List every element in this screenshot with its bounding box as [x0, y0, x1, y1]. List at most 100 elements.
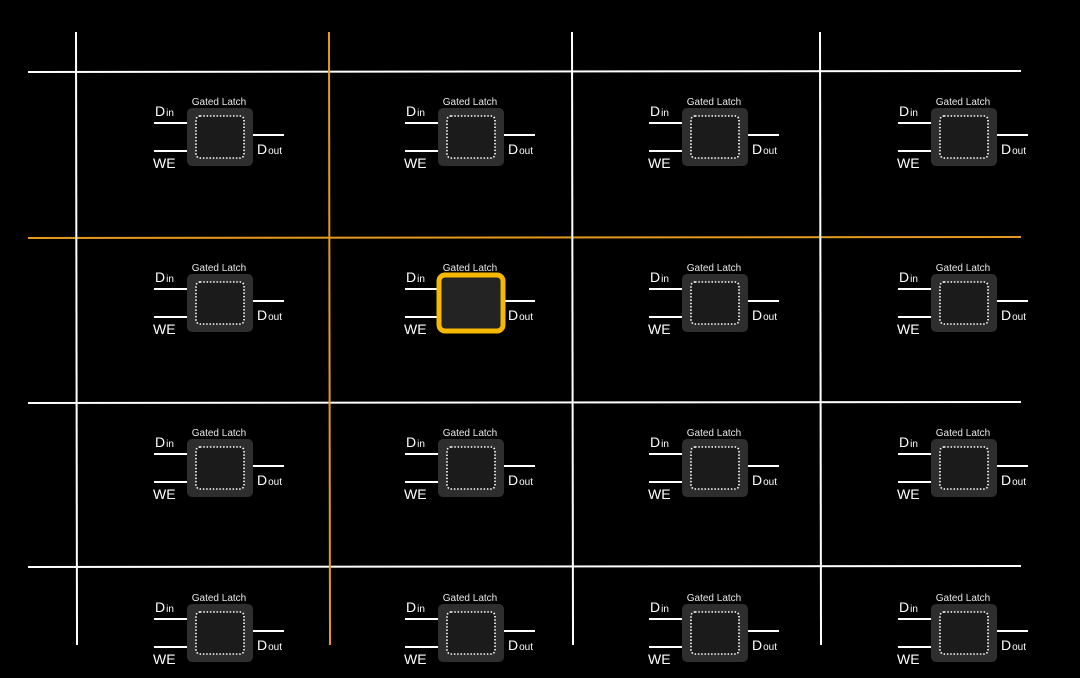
gated-latch-label: Gated Latch: [192, 97, 246, 108]
data-in-subscript: in: [166, 604, 174, 615]
data-out-label: Dout: [752, 141, 777, 157]
data-in-main: D: [650, 599, 660, 615]
data-in-label: Din: [650, 269, 669, 285]
data-in-subscript: in: [417, 604, 425, 615]
write-enable-label: WE: [897, 486, 920, 502]
data-out-main: D: [1001, 472, 1011, 488]
column-line: [571, 31, 574, 646]
data-in-main: D: [155, 599, 165, 615]
data-out-subscript: out: [519, 312, 533, 323]
data-out-main: D: [508, 472, 518, 488]
gated-latch-label: Gated Latch: [443, 97, 497, 108]
gated-latch-label: Gated Latch: [443, 263, 497, 274]
data-out-main: D: [508, 637, 518, 653]
data-out-subscript: out: [268, 642, 282, 653]
data-out-label: Dout: [257, 307, 282, 323]
data-out-subscript: out: [268, 312, 282, 323]
latch-core: [939, 611, 989, 655]
data-in-label: Din: [899, 434, 918, 450]
data-in-main: D: [406, 269, 416, 285]
data-out-main: D: [257, 141, 267, 157]
data-out-label: Dout: [1001, 472, 1026, 488]
data-in-label: Din: [155, 434, 174, 450]
gated-latch-label: Gated Latch: [936, 428, 990, 439]
data-in-label: Din: [406, 269, 425, 285]
write-enable-label: WE: [648, 321, 671, 337]
data-in-main: D: [406, 599, 416, 615]
data-out-main: D: [508, 307, 518, 323]
data-out-subscript: out: [519, 642, 533, 653]
data-out-main: D: [1001, 637, 1011, 653]
gated-latch-label: Gated Latch: [936, 593, 990, 604]
data-out-subscript: out: [763, 642, 777, 653]
latch-core: [446, 611, 496, 655]
data-in-subscript: in: [910, 439, 918, 450]
data-out-subscript: out: [1012, 312, 1026, 323]
gated-latch-label: Gated Latch: [443, 593, 497, 604]
gated-latch-label: Gated Latch: [936, 263, 990, 274]
write-enable-label: WE: [648, 155, 671, 171]
data-in-main: D: [650, 269, 660, 285]
data-out-subscript: out: [519, 146, 533, 157]
write-enable-label: WE: [404, 321, 427, 337]
data-out-label: Dout: [1001, 141, 1026, 157]
data-in-label: Din: [406, 434, 425, 450]
write-enable-label: WE: [404, 155, 427, 171]
data-in-subscript: in: [417, 274, 425, 285]
data-out-main: D: [257, 637, 267, 653]
gated-latch-label: Gated Latch: [192, 593, 246, 604]
data-in-label: Din: [155, 269, 174, 285]
gated-latch-label: Gated Latch: [192, 263, 246, 274]
data-out-label: Dout: [752, 307, 777, 323]
data-in-label: Din: [899, 599, 918, 615]
data-in-subscript: in: [910, 604, 918, 615]
data-out-subscript: out: [763, 146, 777, 157]
column-line: [819, 31, 822, 646]
data-out-main: D: [752, 141, 762, 157]
data-in-subscript: in: [417, 108, 425, 119]
data-in-label: Din: [650, 434, 669, 450]
data-in-subscript: in: [166, 439, 174, 450]
selected-column-line: [328, 31, 331, 646]
gated-latch-label: Gated Latch: [687, 428, 741, 439]
latch-core: [939, 446, 989, 490]
data-out-subscript: out: [1012, 146, 1026, 157]
data-out-label: Dout: [257, 141, 282, 157]
write-enable-label: WE: [153, 651, 176, 667]
latch-core: [690, 115, 740, 159]
data-in-main: D: [406, 103, 416, 119]
data-out-label: Dout: [752, 472, 777, 488]
data-in-main: D: [155, 269, 165, 285]
row-line: [27, 401, 1022, 404]
data-in-main: D: [899, 599, 909, 615]
data-out-main: D: [508, 141, 518, 157]
column-line: [75, 31, 78, 646]
data-in-label: Din: [899, 269, 918, 285]
data-in-label: Din: [650, 103, 669, 119]
data-out-main: D: [1001, 307, 1011, 323]
grid-lines: [27, 31, 1022, 646]
latch-core: [939, 281, 989, 325]
data-in-subscript: in: [910, 108, 918, 119]
latch-core: [690, 611, 740, 655]
latch-core: [195, 281, 245, 325]
data-out-main: D: [257, 307, 267, 323]
data-out-subscript: out: [1012, 477, 1026, 488]
data-in-subscript: in: [166, 108, 174, 119]
data-out-main: D: [752, 472, 762, 488]
data-out-subscript: out: [763, 477, 777, 488]
